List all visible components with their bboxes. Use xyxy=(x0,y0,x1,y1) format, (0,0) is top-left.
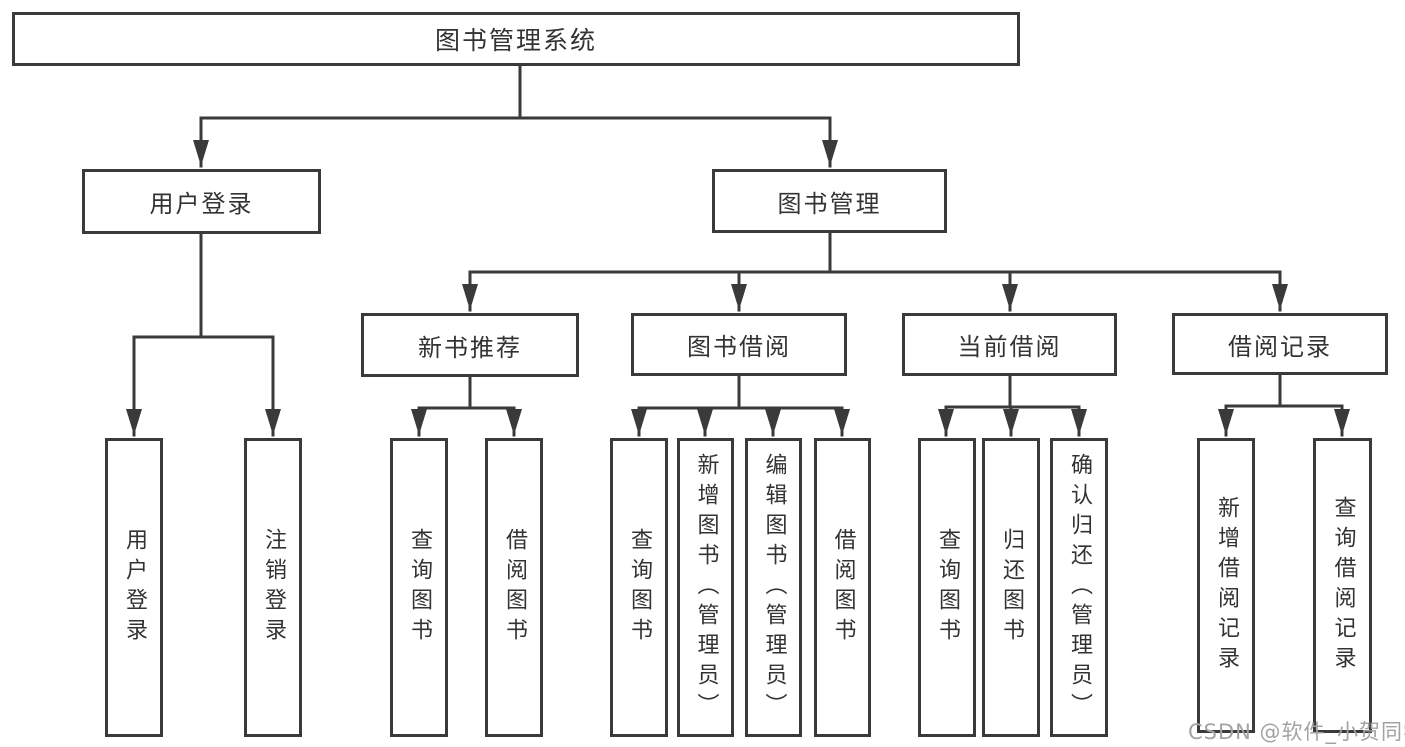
node-borrow-record: 借阅记录 xyxy=(1172,313,1388,375)
node-book-management: 图书管理 xyxy=(712,169,947,233)
leaf-confirm-return-admin-label: 确认归还（管理员） xyxy=(1067,452,1092,723)
leaf-query-borrow-record-label: 查询借阅记录 xyxy=(1330,495,1356,676)
leaf-add-borrow-record: 新增借阅记录 xyxy=(1197,438,1255,733)
leaf-confirm-return-admin: 确认归还（管理员） xyxy=(1050,438,1108,737)
node-book-borrow: 图书借阅 xyxy=(631,313,847,376)
leaf-user-login: 用户登录 xyxy=(105,438,163,737)
node-library-management-system: 图书管理系统 xyxy=(12,12,1020,66)
leaf-query-book-recommend-label: 查询图书 xyxy=(407,527,432,648)
node-user-login: 用户登录 xyxy=(82,169,321,234)
node-current-borrow: 当前借阅 xyxy=(902,313,1117,376)
leaf-query-borrow-record: 查询借阅记录 xyxy=(1313,438,1372,733)
leaf-query-book-borrow: 查询图书 xyxy=(610,438,668,737)
leaf-borrow-book-recommend: 借阅图书 xyxy=(485,438,543,737)
leaf-borrow-book: 借阅图书 xyxy=(814,438,871,737)
leaf-query-book-recommend: 查询图书 xyxy=(390,438,448,737)
leaf-borrow-book-label: 借阅图书 xyxy=(830,527,856,648)
leaf-query-book-borrow-label: 查询图书 xyxy=(627,527,652,648)
leaf-edit-book-admin: 编辑图书（管理员） xyxy=(745,438,802,737)
leaf-return-book-label: 归还图书 xyxy=(999,527,1024,648)
leaf-add-borrow-record-label: 新增借阅记录 xyxy=(1214,495,1239,676)
leaf-logout: 注销登录 xyxy=(244,438,302,737)
leaf-add-book-admin: 新增图书（管理员） xyxy=(677,438,734,737)
leaf-user-login-label: 用户登录 xyxy=(122,527,147,648)
node-new-book-recommend: 新书推荐 xyxy=(361,313,579,377)
leaf-logout-label: 注销登录 xyxy=(261,527,286,648)
leaf-borrow-book-recommend-label: 借阅图书 xyxy=(502,527,527,648)
leaf-return-book: 归还图书 xyxy=(982,438,1040,737)
leaf-query-book-current: 查询图书 xyxy=(918,438,976,737)
leaf-edit-book-admin-label: 编辑图书（管理员） xyxy=(761,452,787,723)
leaf-query-book-current-label: 查询图书 xyxy=(935,527,960,648)
csdn-watermark: CSDN @软件_小贺同学 xyxy=(1188,720,1405,744)
leaf-add-book-admin-label: 新增图书（管理员） xyxy=(693,452,719,723)
